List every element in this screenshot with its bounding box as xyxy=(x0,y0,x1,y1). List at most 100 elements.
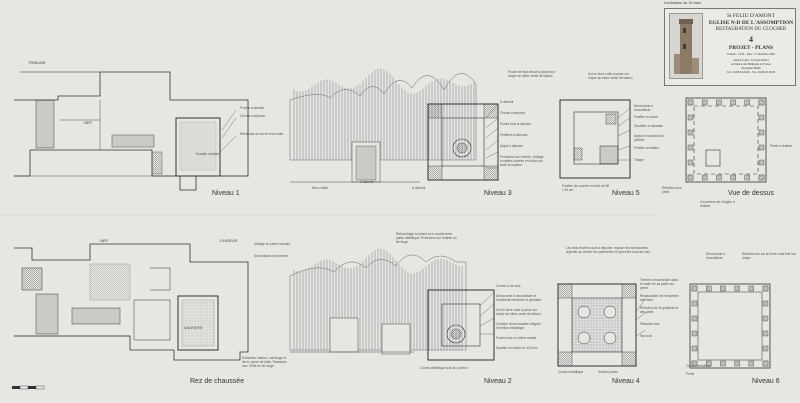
title-niveau-2: Niveau 2 xyxy=(484,378,512,385)
note-n3-2: Chenal à déposer xyxy=(500,111,526,115)
cartouche-architect-4: Tél : 04.68.34.00.00 - Fax : 04.68.35.00… xyxy=(726,71,776,74)
plan-niveau-2 xyxy=(427,289,495,361)
cartouche-project: RESTAURATION DU CLOCHER xyxy=(715,27,787,32)
note-rdc-2: Sol existant à conserver xyxy=(254,254,289,258)
cartouche-architect-3: Perpignan 66000 xyxy=(741,67,761,70)
plan-niveau-3 xyxy=(427,103,499,181)
label-tribune: TRIBUNE xyxy=(28,60,46,65)
note-dessus-2: Réfection des joints xyxy=(662,186,682,194)
merlon xyxy=(691,315,698,322)
note-n6-2: Réfection de sol en terre cuite fine sur… xyxy=(742,252,796,260)
note-rdc-bottom: Extraction bastion, carrelage et dé en p… xyxy=(242,356,287,368)
note-n4-1: Plancher bois xyxy=(640,322,660,326)
note-n1-4: Escalier existant xyxy=(196,152,220,156)
leader-lines xyxy=(219,103,647,337)
merlon xyxy=(702,99,708,106)
note-n5-5: Fenêtre à réaliser xyxy=(634,146,659,150)
merlon xyxy=(706,285,712,292)
merlon xyxy=(687,114,694,121)
title-niveau-5: Niveau 5 xyxy=(612,190,640,197)
merlon xyxy=(748,285,754,292)
plan-vue-de-dessus xyxy=(685,97,767,183)
cartouche-church: EGLISE N-D DE L'ASSOMPTION xyxy=(708,20,794,26)
merlon xyxy=(691,300,698,307)
note-n3-4: Fenêtres à déposer xyxy=(500,133,528,137)
note-n3-3: Poutre bois à déposer xyxy=(500,122,532,126)
title-block: St FELIU D'AMONT EGLISE N-D DE L'ASSOMPT… xyxy=(664,8,796,86)
merlon xyxy=(748,360,754,367)
note-n5-2: Fenêtre à couvrir xyxy=(634,115,659,119)
note-n5-bottom: Fenêtre de courrier en toile de 50 x 30 … xyxy=(562,184,610,192)
merlon xyxy=(687,144,694,151)
title-niveau-1: Niveau 1 xyxy=(212,190,240,197)
note-n3-left1: Bloc à bâtir xyxy=(312,186,328,190)
note-n2-3: Sol en terre cuite à poser sur chape au … xyxy=(496,308,541,316)
merlon xyxy=(758,129,765,136)
merlon xyxy=(702,174,708,181)
note-n3-left2: À démolir xyxy=(412,186,426,190)
note-rdc-1: Dallage en pierre existant xyxy=(254,242,291,246)
merlon xyxy=(691,360,698,367)
note-dessus-1: Pente à réaliser xyxy=(770,144,793,148)
note-n5-top: Sol en terre cuite à poser sur chape au … xyxy=(588,72,633,80)
note-n6-bottom2: Contre-métallique xyxy=(686,364,712,368)
note-n4-2: Mur bois xyxy=(640,334,653,338)
note-n2-4: Création d'une escalier intégrée en héli… xyxy=(496,322,541,330)
merlon xyxy=(716,99,722,106)
note-n5-4: Appui en cauche à la poitrine xyxy=(634,134,664,142)
label-choeur: CHOEUR xyxy=(220,238,238,243)
label-nef-rdc: NEF xyxy=(100,238,108,243)
title-vue-de-dessus: Vue de dessus xyxy=(728,190,775,197)
merlon xyxy=(687,159,694,166)
merlon xyxy=(758,99,765,106)
merlon xyxy=(691,345,698,352)
note-n3-6: Protection sur l'entrée, Grillage à mail… xyxy=(500,155,544,167)
merlon xyxy=(730,174,736,181)
cartouche-sheet-number: 4 xyxy=(749,35,753,44)
merlon xyxy=(762,330,769,337)
elevation-niveau-2 xyxy=(289,248,467,355)
note-n1-3: Rehausse de sol en terre cuite xyxy=(240,132,284,136)
plan-niveau-5 xyxy=(559,99,631,179)
cartouche-stamp: d'ordinateur du 15 mars xyxy=(664,1,701,5)
scale-bar xyxy=(12,385,45,390)
note-n2-6: Escalier en hélice en 100 mm xyxy=(496,346,538,350)
merlon xyxy=(730,99,736,106)
note-n4-r1: Trémie à reconstruire dans le cadre de s… xyxy=(640,278,678,290)
title-niveau-6: Niveau 6 xyxy=(752,378,780,385)
merlon xyxy=(762,360,769,367)
merlon xyxy=(687,99,694,106)
cartouche-scale: Echelle : 1/100 - Date : 15 décembre 199… xyxy=(727,53,775,56)
note-n6-1: Découverte à reconstituer xyxy=(706,252,725,260)
merlon xyxy=(720,360,726,367)
merlon xyxy=(758,159,765,166)
cartouche-architect-1: Alain Tocchet - Travaux Publics xyxy=(732,59,770,62)
note-n5-3: Gouttière à replanter xyxy=(634,124,664,128)
merlon xyxy=(762,345,769,352)
note-n1-2: Chenal à déposer xyxy=(240,114,266,118)
note-n4-bottom1: Contre-métallique xyxy=(558,370,584,374)
title-niveau-4: Niveau 4 xyxy=(612,378,640,385)
merlon xyxy=(762,285,769,292)
merlon xyxy=(687,174,694,181)
plan-niveau-1 xyxy=(14,71,249,191)
note-n2-1: Cornée à dé rasé xyxy=(496,284,521,288)
note-n2-2: Découverte à reconstituer et l'extrémité… xyxy=(496,294,542,302)
note-n4-r2: Restauration de l'ensemble des murs xyxy=(640,294,679,302)
note-n3-top: Poutre de bois tenue à plomb sur chape u… xyxy=(508,70,555,78)
note-n3-mid: À démolir xyxy=(360,180,374,184)
elevation-niveau-3 xyxy=(289,68,477,183)
merlon xyxy=(758,144,765,151)
merlon xyxy=(762,315,769,322)
note-n5-6: Trappe xyxy=(634,158,644,162)
note-n4-bottom2: Section prisée xyxy=(598,370,619,374)
note-n1-1: Porche à démolir xyxy=(240,106,265,110)
merlon xyxy=(687,129,694,136)
note-n2-bottom: Contre-métallique à la vis à béton xyxy=(420,366,468,370)
title-niveau-3: Niveau 3 xyxy=(484,190,512,197)
tower-photo xyxy=(669,13,703,79)
merlon xyxy=(720,285,726,292)
merlon xyxy=(744,99,750,106)
note-n2-5: Poutre bois en chêne massif xyxy=(496,336,537,340)
